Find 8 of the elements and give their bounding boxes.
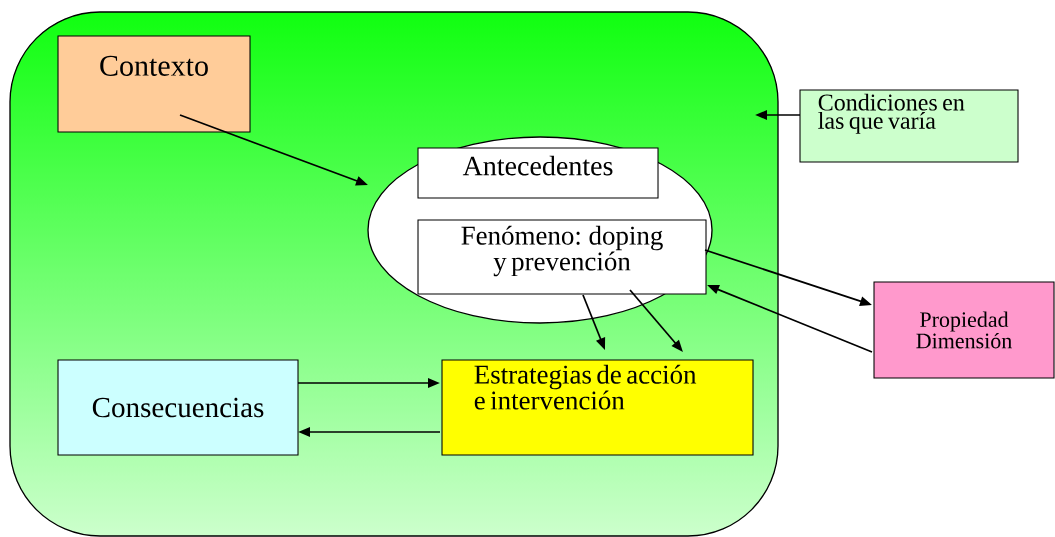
text-box: Contexto (57, 35, 251, 133)
text-box: Condiciones en las que varía (799, 89, 1019, 163)
text-box: Estrategias de acción e intervención (441, 359, 754, 456)
text-box: Fenómeno: doping y prevención (417, 219, 707, 295)
text-box: Consecuencias (57, 359, 299, 456)
arrow (629, 289, 683, 352)
text-box: Antecedentes (417, 147, 659, 199)
text-box: Propiedad Dimensión (873, 281, 1055, 379)
